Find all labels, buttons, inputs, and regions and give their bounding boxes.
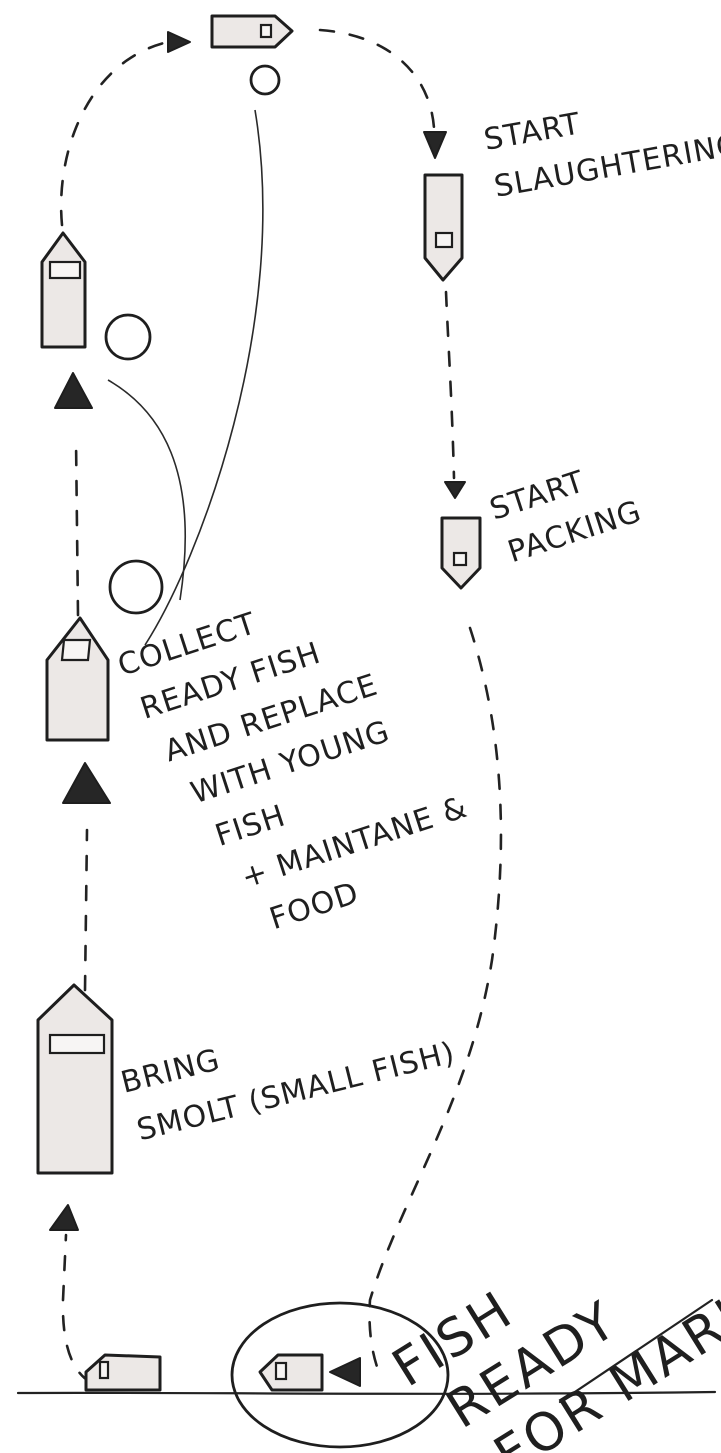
arrowhead-icon (168, 32, 190, 52)
arrowhead-icon (424, 132, 446, 158)
arrowhead-icon (55, 373, 92, 408)
fish-cage-icon (251, 66, 279, 94)
boat-icon (38, 985, 112, 1173)
arrowhead-icon (63, 763, 110, 803)
boat-icon (47, 618, 108, 740)
boat-icon (425, 175, 462, 280)
label-collect: COLLECT READY FISH AND REPLACE WITH YOUN… (114, 562, 487, 958)
route-right-slaughter-to-pack (446, 292, 454, 478)
arrowhead-icon (445, 482, 465, 498)
route-left-smolt-to-cage (85, 830, 87, 990)
boat-icon (442, 518, 480, 588)
boat-icon (212, 16, 292, 47)
arrowhead-icon (330, 1358, 360, 1386)
label-line: FISH (211, 798, 290, 853)
boat-icon (86, 1355, 160, 1390)
fish-cage-icon (106, 315, 150, 359)
boat-icon (260, 1355, 322, 1390)
route-left-lower (63, 1235, 90, 1382)
label-line: BRING (117, 1042, 223, 1100)
label-start-packing: START PACKING (486, 450, 646, 571)
fish-cage-icon (110, 561, 162, 613)
label-fish-ready: FISH READY FOR MARKED (382, 1127, 721, 1453)
label-line: START (481, 106, 583, 157)
label-bring-smolt: BRING SMOLT (SMALL FISH) (117, 987, 458, 1149)
label-start-slaughtering: START SLAUGHTERING (481, 80, 721, 205)
route-top-left (61, 42, 168, 225)
route-left-cage-to-boat (76, 440, 78, 615)
route-top-right (320, 30, 434, 128)
boat-icon (42, 233, 85, 347)
arrowhead-icon (50, 1205, 78, 1230)
connector-line (145, 110, 263, 645)
